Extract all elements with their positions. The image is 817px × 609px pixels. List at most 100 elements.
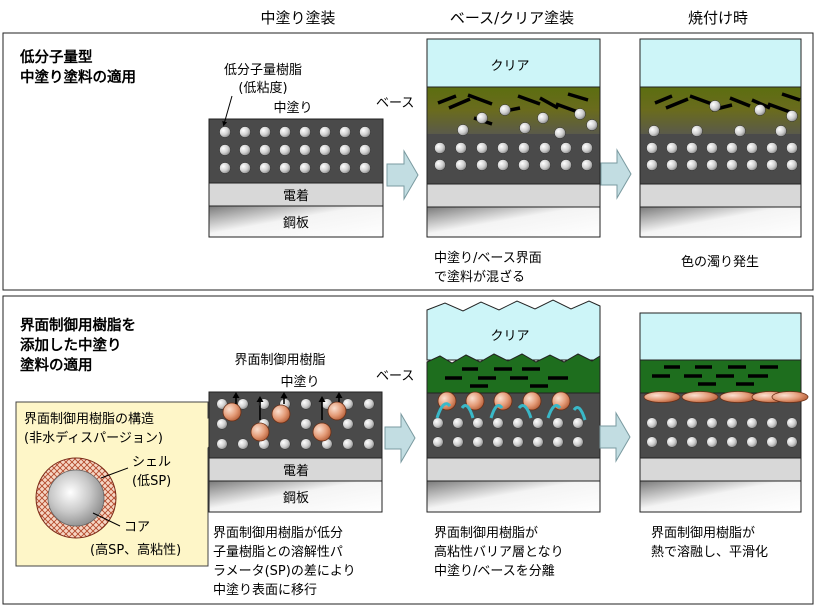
top-arrow-2 <box>600 148 632 200</box>
pigment-dot <box>300 438 312 450</box>
pigment-dot <box>552 417 564 429</box>
bottom-s3-melted-resin <box>643 391 809 403</box>
bottom-s1-electro-label: 電着 <box>283 463 309 479</box>
pigment-dot <box>560 159 572 171</box>
resin-particle <box>271 404 291 424</box>
pigment-dot <box>786 159 798 171</box>
pigment-dot <box>359 126 371 138</box>
pigment-dot <box>586 119 598 131</box>
barrier-arc <box>435 402 452 419</box>
barrier-arc <box>546 404 562 419</box>
pigment-dot <box>319 126 331 138</box>
pigment-dot <box>666 436 678 448</box>
header-base-clear: ベース/クリア塗装 <box>450 9 574 27</box>
top-s3-clear <box>639 38 802 88</box>
top-s2-mid-coat <box>427 134 600 184</box>
melted-resin <box>719 391 757 403</box>
flake <box>437 94 457 105</box>
flake <box>555 102 579 114</box>
pigment-dot <box>499 104 511 116</box>
pigment-dot <box>259 162 271 174</box>
bottom-s1-resin-particles <box>222 392 347 442</box>
top-resin-label-line1: 低分子量樹脂 <box>224 63 302 78</box>
shell-label-line1: シェル <box>132 455 171 470</box>
pigment-dot <box>216 418 228 430</box>
pigment-dot <box>726 142 738 154</box>
pigment-dot <box>552 436 564 448</box>
bottom-stack-1: 電着 鋼板 界面制御用樹脂 中塗り 界面制御用樹脂が低分 子量樹脂との溶解性パ … <box>208 353 383 598</box>
top-arrow-1 <box>386 149 419 201</box>
pigment-dot <box>455 142 467 154</box>
bottom-s2-pigment-dots <box>432 417 584 448</box>
pigment-dot <box>786 142 798 154</box>
pigment-dot <box>686 436 698 448</box>
melted-resin <box>681 391 719 403</box>
top-base-label: ベース <box>376 96 414 111</box>
top-s2-electro <box>426 183 601 208</box>
top-stack-3: 色の濁り発生 <box>639 38 802 270</box>
pigment-dot <box>219 162 231 174</box>
flake <box>567 92 589 102</box>
bottom-s2-clear-label: クリア <box>490 329 529 344</box>
flake <box>767 102 791 114</box>
bottom-caption-mid-line1: 界面制御用樹脂が <box>434 526 538 541</box>
pigment-dot <box>359 162 371 174</box>
migration-arrowhead <box>232 392 240 398</box>
core-label-line2: (高SP、高粘性) <box>90 542 181 558</box>
bottom-stack-3: 界面制御用樹脂が 熱で溶融し、平滑化 <box>639 312 809 560</box>
pigment-dot <box>726 159 738 171</box>
pigment-dot <box>766 417 778 429</box>
pigment-dot <box>432 417 444 429</box>
top-s3-mid-coat <box>640 134 801 184</box>
top-s2-steel <box>426 206 601 238</box>
pigment-dot <box>216 438 228 450</box>
bottom-mid-coat-label: 中塗り <box>280 374 319 390</box>
pigment-dot <box>452 436 464 448</box>
pigment-dot <box>319 162 331 174</box>
pigment-dot <box>519 122 531 134</box>
pigment-dot <box>775 125 787 137</box>
pigment-dot <box>666 159 678 171</box>
pigment-dot <box>554 127 566 139</box>
bottom-title-line3: 塗料の適用 <box>20 356 93 374</box>
pigment-dot <box>339 144 351 156</box>
top-stack-1: 電着 鋼板 低分子量樹脂 (低粘度) 中塗り <box>208 63 384 238</box>
top-s1-steel-label: 鋼板 <box>283 216 309 231</box>
resin-particle <box>327 401 347 421</box>
top-s1-steel <box>208 205 384 238</box>
bottom-caption-left-line4: 中塗り表面に移行 <box>213 582 317 598</box>
pigment-dot <box>219 144 231 156</box>
bottom-s2-resin-barrier <box>435 391 587 421</box>
bottom-caption-left-line3: ラメータ(SP)の差により <box>213 564 356 579</box>
flake <box>539 96 559 110</box>
pigment-dot <box>476 142 488 154</box>
flake <box>781 92 801 102</box>
pigment-dot <box>492 436 504 448</box>
header-baking: 焼付け時 <box>688 9 748 27</box>
pigment-dot <box>339 126 351 138</box>
pigment-dot <box>237 398 249 410</box>
pigment-dot <box>691 125 703 137</box>
top-caption-right: 色の濁り発生 <box>681 254 759 270</box>
pigment-dot <box>766 159 778 171</box>
barrier-arc <box>517 404 533 419</box>
pigment-dot <box>497 159 509 171</box>
barrier-arc <box>489 404 504 419</box>
flake <box>467 93 493 106</box>
pigment-dot <box>299 126 311 138</box>
pigment-dot <box>434 142 446 154</box>
pigment-dot <box>259 126 271 138</box>
migration-arrowhead <box>335 392 343 398</box>
top-title-line2: 中塗り塗料の適用 <box>20 68 136 86</box>
pigment-dot <box>512 417 524 429</box>
top-s3-base <box>640 87 801 134</box>
pigment-dot <box>472 436 484 448</box>
flake <box>665 97 689 110</box>
flake <box>729 96 751 108</box>
bottom-title-line2: 添加した中塗り <box>20 336 122 354</box>
pigment-dot <box>706 159 718 171</box>
resin-particle <box>522 391 542 411</box>
bottom-s3-flakes <box>652 365 778 386</box>
pigment-dot <box>786 110 798 122</box>
pigment-dot <box>299 162 311 174</box>
